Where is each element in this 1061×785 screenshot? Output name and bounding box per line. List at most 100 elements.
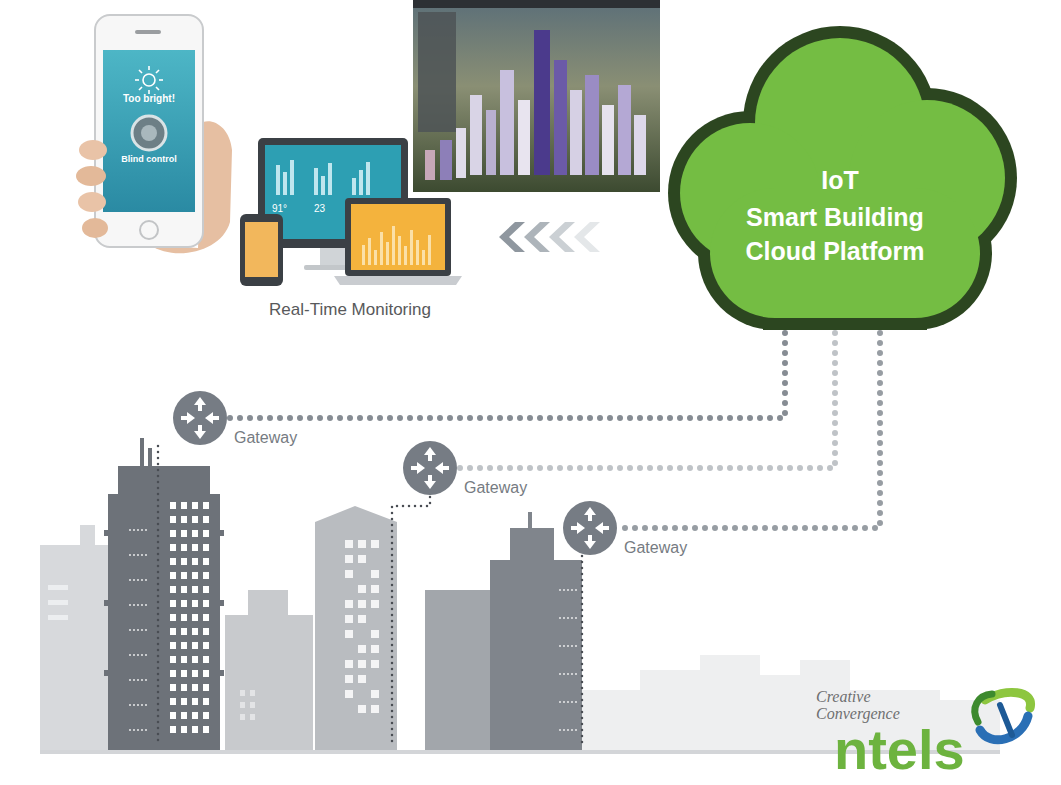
screenshot-bar [413,0,660,8]
drawing-part [315,506,397,752]
window [181,502,187,509]
window [192,614,198,621]
drawing-part [411,462,425,474]
tower [518,100,530,175]
drawing-part [374,250,377,265]
phone-home-button [140,221,158,239]
window [181,712,187,719]
window [371,690,379,698]
window [181,586,187,593]
drawing-part [392,497,430,745]
window [181,642,187,649]
gateway-label: Gateway [464,478,527,498]
drawing-part [510,528,554,562]
screenshot-ground [413,0,660,192]
window [192,600,198,607]
window [192,670,198,677]
drawing-part [218,530,224,536]
screen-text: Blind control [106,154,192,164]
drawing-part [250,714,255,720]
window [203,656,209,663]
window [192,586,198,593]
tower [618,85,631,175]
drawing-part [422,250,425,265]
drawing-part [328,163,332,195]
blind-button-core [141,125,157,141]
drawing-part [240,690,255,720]
window [170,656,176,663]
window [181,670,187,677]
window [170,572,176,579]
drawing-part [139,70,142,73]
drawing-part [416,240,419,265]
window [358,705,366,713]
gateway-circle [563,501,617,555]
drawing-part [314,168,318,195]
window [181,614,187,621]
window [181,698,187,705]
window [181,656,187,663]
window [203,502,209,509]
window [345,555,353,563]
drawing-part [148,448,152,468]
building-tower-3 [425,512,582,752]
wire-tick [560,617,578,619]
window [203,642,209,649]
gateway-circle [173,391,227,445]
wire-tick [130,654,150,656]
window [203,572,209,579]
window [203,530,209,537]
window [345,540,353,548]
screen-text: Too bright! [106,93,192,104]
window [203,698,209,705]
drawing-part [250,702,255,708]
window [170,586,176,593]
window [358,660,366,668]
window [203,600,209,607]
tower [470,95,482,175]
drawing-part [574,222,600,252]
drawing-part [362,245,365,265]
window [345,690,353,698]
window [345,615,353,623]
tower [456,128,466,178]
drawing-part [104,600,110,606]
drawing-part [290,160,294,195]
window [203,684,209,691]
tower [440,140,452,180]
window [170,698,176,705]
tower [500,70,514,175]
drawing-part [170,502,209,733]
window [170,684,176,691]
gateway-node: Gateway [402,440,458,496]
drawing-part [352,178,356,195]
drawing-part [108,494,220,752]
drawing-part [139,87,142,90]
tower [425,150,435,180]
window [181,516,187,523]
wire-tick [130,529,150,531]
window [358,615,366,623]
window [170,726,176,733]
window [203,586,209,593]
monitor-stand [320,248,346,266]
tower [570,90,582,175]
drawing-part [366,162,370,195]
drawing-part [248,590,288,618]
logo-mark [975,692,1031,739]
window [371,540,379,548]
drawing-part [410,230,413,265]
window [170,628,176,635]
monitor-reading: 91° [272,203,306,214]
monitor-bars [276,160,370,195]
drawing-part [345,540,379,713]
drawing-part [118,466,210,496]
cloud-heading: IoT [735,163,945,197]
window [345,675,353,683]
drawing-part [157,446,160,745]
drawing-part [528,512,532,530]
drawing-part [159,79,163,81]
drawing-part [48,615,68,620]
drawing-part [490,560,582,752]
window [170,530,176,537]
